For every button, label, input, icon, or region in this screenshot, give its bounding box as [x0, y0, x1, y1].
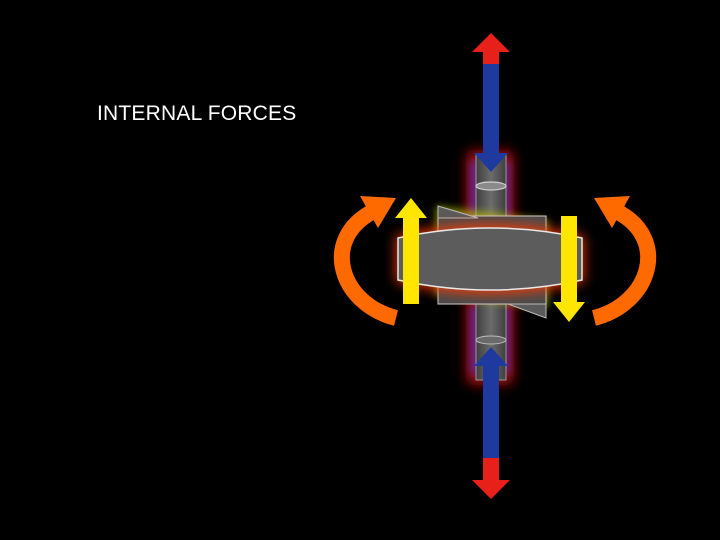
moment-arrow-right [591, 196, 657, 326]
axial-force-arrow-bottom [472, 347, 510, 499]
shear-force-arrow-up [395, 198, 427, 304]
central-disc [396, 224, 584, 294]
axial-force-arrow-top [472, 33, 510, 172]
slide-title: INTERNAL FORCES [97, 102, 297, 125]
moment-arrow-left [333, 196, 399, 326]
shear-force-arrow-down [553, 216, 585, 322]
